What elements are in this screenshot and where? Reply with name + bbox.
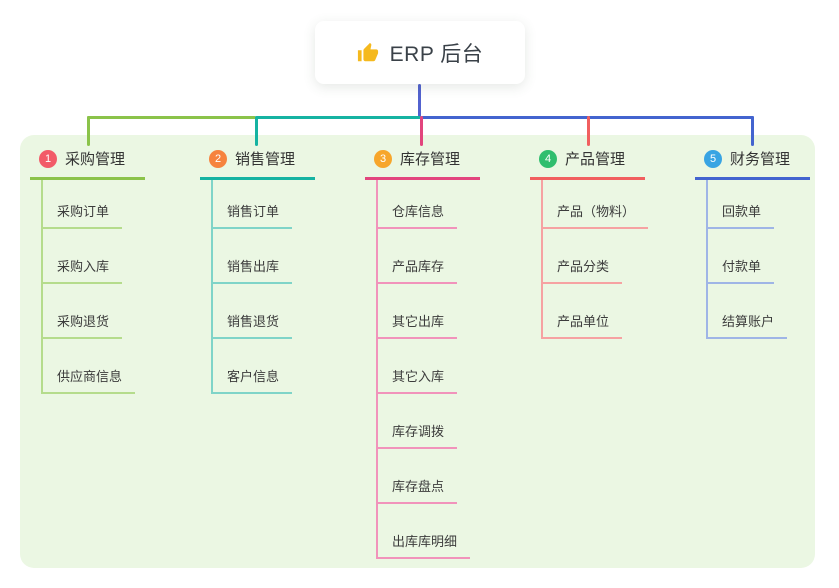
branch-number-badge: 3 (374, 149, 392, 168)
child-node[interactable]: 出库库明细 (376, 504, 471, 559)
connector-drop-finance (751, 116, 754, 146)
branch-inventory: 3 库存管理 仓库信息产品库存其它出库其它入库库存调拨库存盘点出库库明细 (365, 146, 480, 559)
branch-label: 采购管理 (65, 151, 126, 168)
child-node[interactable]: 库存盘点 (376, 449, 458, 504)
branch-title-inventory[interactable]: 3 库存管理 (365, 146, 480, 180)
branch-label: 库存管理 (400, 151, 461, 168)
branch-title-purchase[interactable]: 1 采购管理 (30, 146, 145, 180)
branch-children-finance: 回款单付款单结算账户 (706, 180, 810, 339)
branch-children-sales: 销售订单销售出库销售退货客户信息 (211, 180, 315, 394)
child-node[interactable]: 付款单 (706, 229, 775, 284)
connector-drop-product (587, 116, 590, 146)
branch-number-badge: 1 (39, 149, 57, 168)
connector-trunk-purchase (87, 116, 256, 119)
branch-purchase: 1 采购管理 采购订单采购入库采购退货供应商信息 (30, 146, 145, 394)
child-node[interactable]: 产品（物料） (541, 180, 649, 229)
branch-label: 财务管理 (730, 151, 791, 168)
branch-label: 销售管理 (235, 151, 296, 168)
branch-title-product[interactable]: 4 产品管理 (530, 146, 645, 180)
child-node[interactable]: 销售出库 (211, 229, 293, 284)
branch-children-product: 产品（物料）产品分类产品单位 (541, 180, 649, 339)
child-node[interactable]: 产品单位 (541, 284, 623, 339)
branch-title-finance[interactable]: 5 财务管理 (695, 146, 810, 180)
child-node[interactable]: 采购入库 (41, 229, 123, 284)
branch-product: 4 产品管理 产品（物料）产品分类产品单位 (530, 146, 649, 339)
branch-children-purchase: 采购订单采购入库采购退货供应商信息 (41, 180, 145, 394)
branch-sales: 2 销售管理 销售订单销售出库销售退货客户信息 (200, 146, 315, 394)
child-node[interactable]: 仓库信息 (376, 180, 458, 229)
connector-root-stem (418, 84, 421, 117)
branch-children-inventory: 仓库信息产品库存其它出库其它入库库存调拨库存盘点出库库明细 (376, 180, 480, 559)
child-node[interactable]: 其它入库 (376, 339, 458, 394)
child-node[interactable]: 供应商信息 (41, 339, 136, 394)
child-node[interactable]: 销售订单 (211, 180, 293, 229)
connector-drop-purchase (87, 116, 90, 146)
child-node[interactable]: 销售退货 (211, 284, 293, 339)
child-node[interactable]: 产品分类 (541, 229, 623, 284)
branch-number-badge: 2 (209, 149, 227, 168)
child-node[interactable]: 回款单 (706, 180, 775, 229)
child-node[interactable]: 产品库存 (376, 229, 458, 284)
child-node[interactable]: 采购退货 (41, 284, 123, 339)
child-node[interactable]: 结算账户 (706, 284, 788, 339)
thumbs-up-icon (357, 42, 379, 64)
branches-panel (20, 135, 815, 568)
connector-trunk-sales (256, 116, 421, 119)
branch-title-sales[interactable]: 2 销售管理 (200, 146, 315, 180)
branch-number-badge: 4 (539, 149, 557, 168)
root-label: ERP 后台 (389, 42, 484, 66)
child-node[interactable]: 客户信息 (211, 339, 293, 394)
connector-drop-inventory (420, 116, 423, 146)
root-node[interactable]: ERP 后台 (315, 21, 525, 84)
branch-finance: 5 财务管理 回款单付款单结算账户 (695, 146, 810, 339)
branch-number-badge: 5 (704, 149, 722, 168)
connector-drop-sales (255, 116, 258, 146)
child-node[interactable]: 其它出库 (376, 284, 458, 339)
child-node[interactable]: 采购订单 (41, 180, 123, 229)
child-node[interactable]: 库存调拨 (376, 394, 458, 449)
branch-label: 产品管理 (565, 151, 626, 168)
